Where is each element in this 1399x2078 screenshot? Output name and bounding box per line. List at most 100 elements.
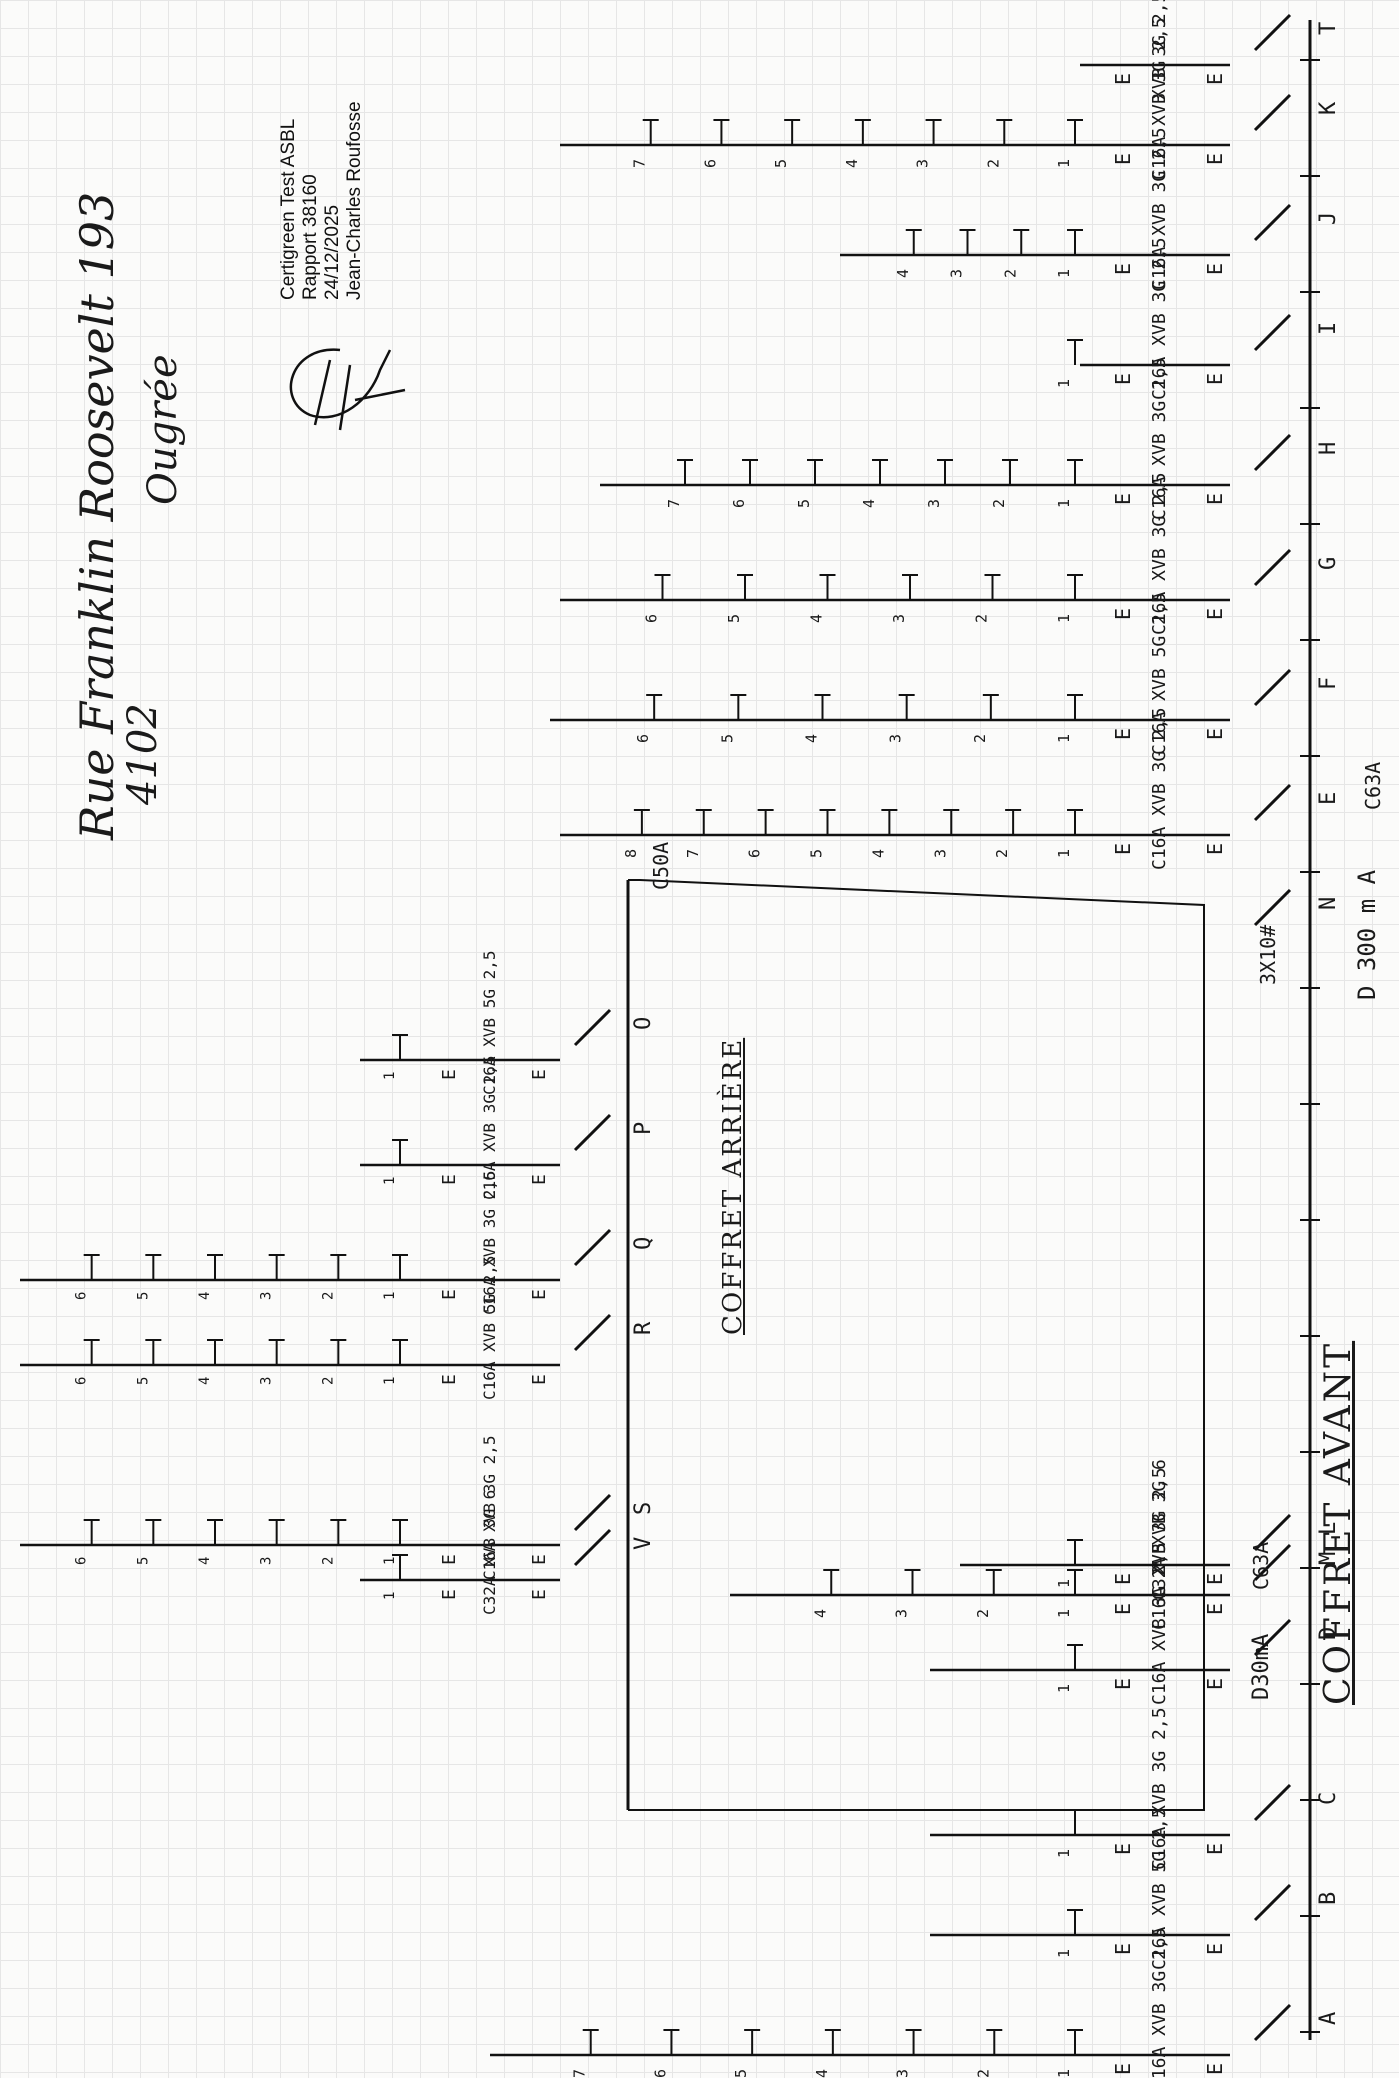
circuit-letter: T [1316, 22, 1341, 35]
point-number: 6 [74, 1377, 90, 1385]
earth-symbol: E [529, 1174, 550, 1185]
point-number: 3 [259, 1557, 275, 1565]
point-number: 6 [74, 1557, 90, 1565]
earth-symbol: E [1111, 1943, 1135, 1955]
earth-symbol: E [529, 1069, 550, 1080]
circuit-k [560, 93, 1292, 147]
breaker-switch [1253, 1543, 1292, 1582]
circuit-letter: S [631, 1502, 656, 1515]
point-number: 5 [135, 1377, 151, 1385]
earth-symbol: E [529, 1289, 550, 1300]
point-number: 4 [197, 1377, 213, 1385]
point-number: 2 [971, 734, 989, 743]
breaker-switch [1253, 1513, 1292, 1552]
circuit-letter: L [1316, 1522, 1341, 1535]
point-number: 1 [1055, 269, 1073, 278]
earth-symbol: E [439, 1174, 460, 1185]
point-number: 5 [725, 614, 743, 623]
earth-symbol: E [1203, 843, 1227, 855]
point-number: 1 [1055, 1579, 1073, 1588]
rear-feed-label: C50A [649, 842, 673, 890]
circuit-letter: A [1316, 2012, 1341, 2025]
circuit-g [560, 548, 1292, 602]
circuit-d [930, 1618, 1292, 1672]
circuit-b [930, 1883, 1292, 1937]
point-number: 3 [259, 1292, 275, 1300]
breaker-switch [1253, 93, 1292, 132]
breaker-switch [573, 1228, 612, 1267]
earth-symbol: E [1203, 263, 1227, 275]
circuit-spec: C16A XVB 5G 2,5 [1149, 592, 1170, 755]
circuit-letter: K [1316, 101, 1341, 115]
earth-symbol: E [1203, 1603, 1227, 1615]
circuit-spec: C16A XVB 3G 2,5 [1149, 357, 1170, 520]
breaker-switch [1253, 2003, 1292, 2042]
point-number: 3 [931, 849, 949, 858]
circuit-spec: C16A XVB 3G 2,5 [1149, 127, 1170, 290]
point-number: 4 [860, 499, 878, 508]
circuit-h [600, 433, 1292, 487]
circuit-letter: Q [631, 1237, 656, 1250]
point-number: 3 [894, 2069, 912, 2078]
breaker-switch [1253, 433, 1292, 472]
circuit-m [730, 1543, 1292, 1597]
signature-icon [289, 348, 406, 431]
rear-circuit-q [20, 1228, 612, 1282]
earth-symbol: E [1111, 728, 1135, 740]
earth-symbol: E [1111, 1603, 1135, 1615]
earth-symbol: E [529, 1589, 550, 1600]
circuit-spec: XVB 3G 2,5 [1149, 0, 1170, 100]
breaker-switch [573, 1313, 612, 1352]
circuit-spec: C16A XVB 3G 2,5 [1149, 1542, 1170, 1705]
main-differential-label: D 300 m A [1353, 869, 1381, 1000]
rear-feed-line [628, 879, 1205, 1811]
point-number: 4 [808, 614, 826, 623]
earth-symbol: E [1203, 73, 1227, 85]
point-number: 1 [382, 1292, 398, 1300]
circuit-e [560, 783, 1292, 837]
circuit-letter: R [631, 1321, 656, 1335]
earth-symbol: E [529, 1554, 550, 1565]
point-number: 6 [701, 159, 719, 168]
point-number: 4 [803, 734, 821, 743]
earth-symbol: E [1203, 728, 1227, 740]
point-number: 4 [811, 1609, 829, 1618]
point-number: 2 [973, 614, 991, 623]
point-number: 5 [718, 734, 736, 743]
rear-circuit-v [360, 1528, 612, 1582]
earth-symbol: E [1111, 1573, 1135, 1585]
point-number: 1 [1055, 2069, 1073, 2078]
circuit-letter: I [1316, 322, 1341, 335]
breaker-switch [573, 1493, 612, 1532]
earth-symbol: E [1111, 2063, 1135, 2075]
point-number: 1 [382, 1177, 398, 1185]
circuit-spec: C16A XVB 5G 2,5 [480, 1256, 499, 1401]
point-number: 4 [197, 1292, 213, 1300]
circuit-letter: M [1316, 1552, 1341, 1565]
point-number: 3 [887, 734, 905, 743]
point-number: 2 [984, 159, 1002, 168]
point-number: 5 [772, 159, 790, 168]
circuit-letter: B [1316, 1892, 1341, 1905]
breaker-switch [1253, 13, 1292, 52]
point-number: 7 [665, 499, 683, 508]
point-number: 1 [382, 1557, 398, 1565]
point-number: 6 [643, 614, 661, 623]
circuit-spec: C16A XVB 5G 2,5 [1149, 1807, 1170, 1970]
point-number: 4 [197, 1557, 213, 1565]
earth-symbol: E [529, 1374, 550, 1385]
rear-circuit-r [20, 1313, 612, 1367]
earth-symbol: E [1203, 2063, 1227, 2075]
earth-symbol: E [1203, 493, 1227, 505]
rear-circuit-s [20, 1493, 612, 1547]
circuit-letter: G [1316, 557, 1341, 570]
point-number: 3 [925, 499, 943, 508]
earth-symbol: E [1111, 153, 1135, 165]
circuit-spec: C16A XVB 3G 2,5 [1149, 17, 1170, 180]
earth-symbol: E [1203, 1573, 1227, 1585]
point-number: 2 [1001, 269, 1019, 278]
earth-symbol: E [1111, 843, 1135, 855]
circuit-letter: E [1316, 792, 1341, 805]
